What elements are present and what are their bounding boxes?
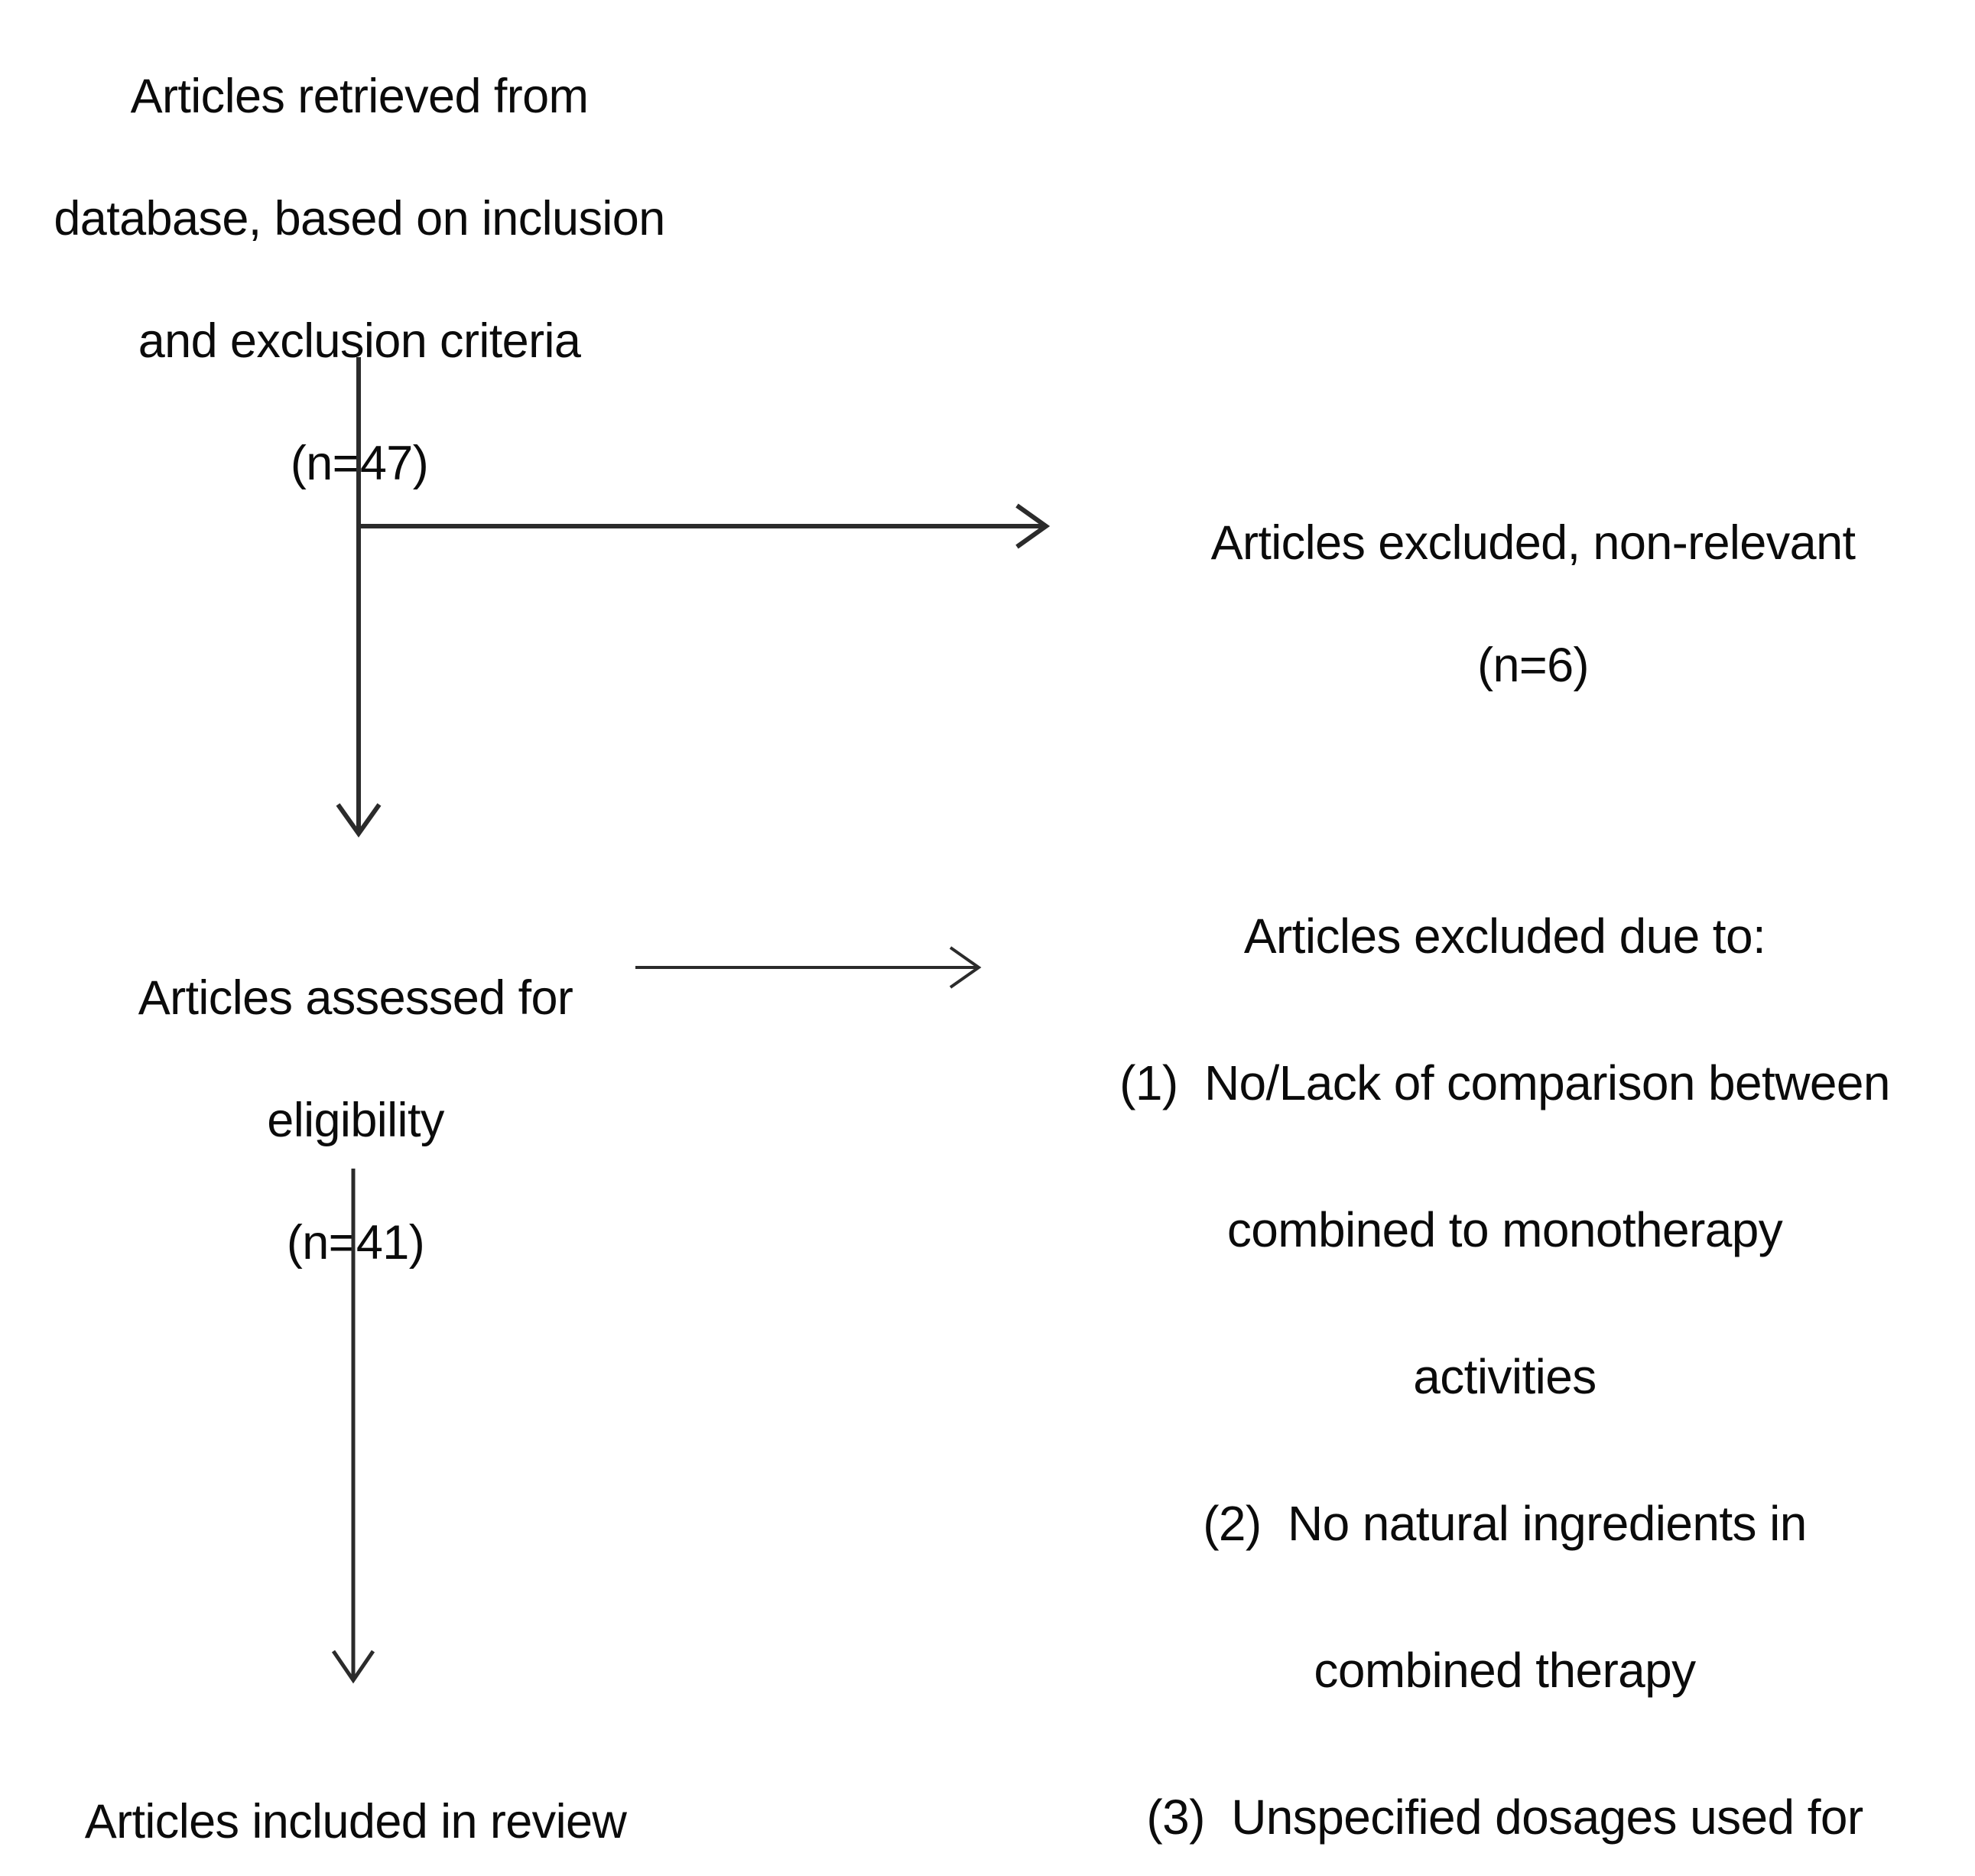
node-reason-line: (1) No/Lack of comparison between bbox=[1119, 1055, 1890, 1110]
trunk-lower-arrowhead-icon bbox=[331, 1650, 375, 1684]
node-count: (n=41) bbox=[286, 1216, 425, 1270]
node-reason-line: combined to monotherapy bbox=[1226, 1202, 1783, 1257]
node-line: and exclusion criteria bbox=[138, 314, 581, 368]
node-line: Articles retrieved from bbox=[130, 70, 589, 123]
node-reason-line: combined therapy bbox=[1314, 1643, 1696, 1698]
node-articles-excluded-non-relevant: Articles excluded, non-relevant (n=6) bbox=[1093, 451, 1973, 757]
node-line: eligibility bbox=[267, 1094, 444, 1147]
node-reason-line: (2) No natural ingredients in bbox=[1203, 1496, 1807, 1551]
node-reason-line: (3) Unspecified dosages used for bbox=[1146, 1790, 1863, 1845]
branch-reasons-arrowhead-icon bbox=[949, 946, 982, 989]
node-line: Articles included in review bbox=[84, 1795, 627, 1848]
connector-reasons-group bbox=[635, 946, 982, 989]
node-reason-line: activities bbox=[1413, 1349, 1597, 1404]
node-articles-included-in-review: Articles included in review (n=26) bbox=[0, 1730, 711, 1876]
node-count: (n=6) bbox=[1477, 639, 1589, 692]
node-line: Articles excluded, non-relevant bbox=[1210, 516, 1856, 570]
trunk-upper-arrowhead-icon bbox=[336, 803, 382, 838]
branch-non-relevant-arrowhead-icon bbox=[1015, 503, 1051, 549]
connector-lower-group bbox=[0, 1109, 1975, 1876]
node-articles-excluded-due-to: Articles excluded due to: (1) No/Lack of… bbox=[1035, 826, 1975, 1876]
node-heading: Articles excluded due to: bbox=[1243, 909, 1766, 964]
node-line: Articles assessed for bbox=[138, 971, 573, 1025]
connector-upper-group bbox=[0, 0, 1975, 918]
node-line: database, based on inclusion bbox=[54, 192, 665, 245]
node-articles-assessed-for-eligibility: Articles assessed for eligibility (n=41) bbox=[31, 906, 681, 1335]
node-articles-retrieved: Articles retrieved from database, based … bbox=[0, 5, 719, 555]
